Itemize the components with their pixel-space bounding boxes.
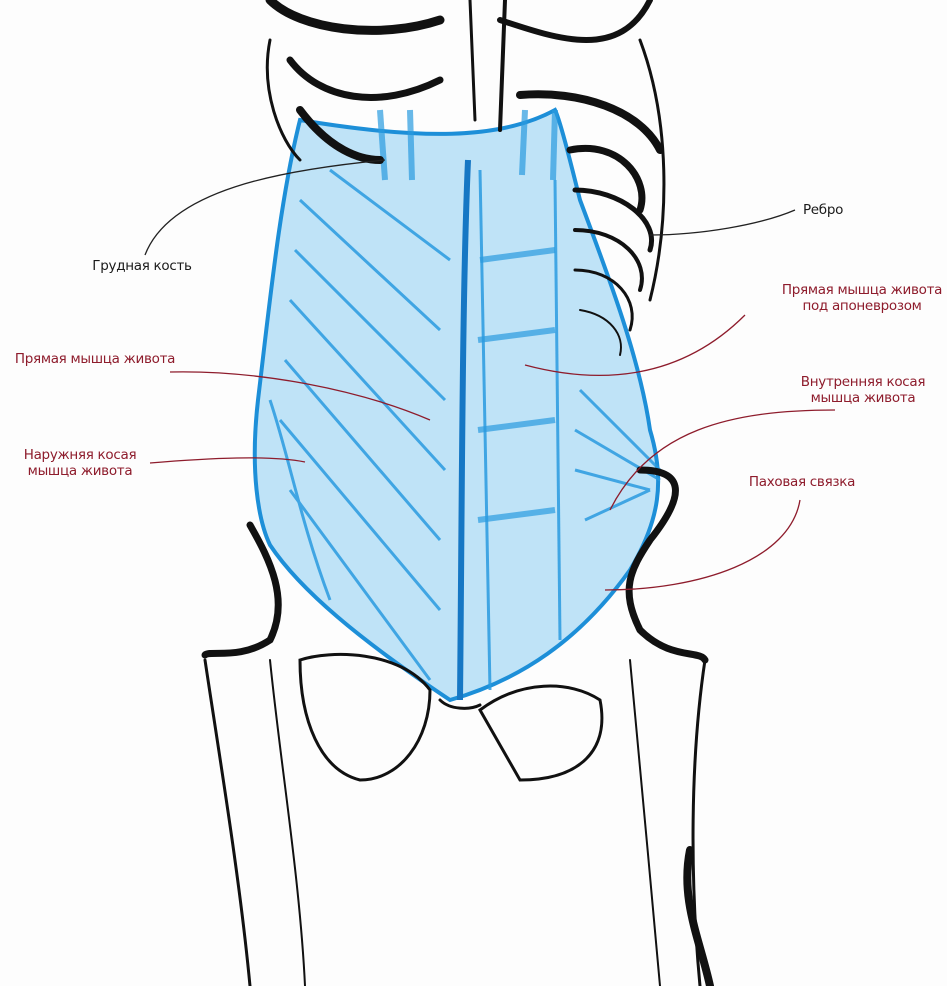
label-line-2: мышца живота bbox=[810, 390, 916, 406]
leader-rectus bbox=[169, 371, 431, 421]
label-internal-oblique: Внутренняя косая мышца живота bbox=[800, 374, 926, 406]
leader-external-oblique bbox=[149, 457, 306, 464]
label-external-oblique: Наружняя косая мышца живота bbox=[24, 447, 137, 479]
pelvis-and-femurs bbox=[201, 466, 714, 986]
label-rib: Ребро bbox=[802, 202, 844, 218]
leader-internal-oblique bbox=[609, 409, 836, 511]
label-rectus-under-aponeurosis: Прямая мышца живота под апоневрозом bbox=[781, 282, 943, 314]
leader-lines bbox=[144, 159, 836, 591]
label-sternum: Грудная кость bbox=[92, 258, 192, 274]
rib-cage bbox=[265, 0, 666, 356]
label-line-1: Внутренняя косая bbox=[800, 374, 926, 390]
label-line-2: мышца живота bbox=[27, 463, 133, 479]
leader-inguinal bbox=[604, 499, 801, 591]
leader-rib bbox=[649, 209, 796, 236]
label-rectus: Прямая мышца живота bbox=[14, 351, 176, 367]
rectus-segments bbox=[377, 109, 558, 523]
label-line-1: Прямая мышца живота bbox=[781, 282, 943, 298]
linea-alba bbox=[457, 159, 471, 701]
abdominal-muscle-mass bbox=[252, 107, 661, 703]
leader-rectus-aponeurosis bbox=[524, 314, 746, 377]
leader-sternum bbox=[144, 159, 386, 256]
label-inguinal-ligament: Паховая связка bbox=[748, 474, 856, 490]
label-line-1: Наружняя косая bbox=[23, 447, 137, 463]
label-line-2: под апоневрозом bbox=[802, 298, 922, 314]
